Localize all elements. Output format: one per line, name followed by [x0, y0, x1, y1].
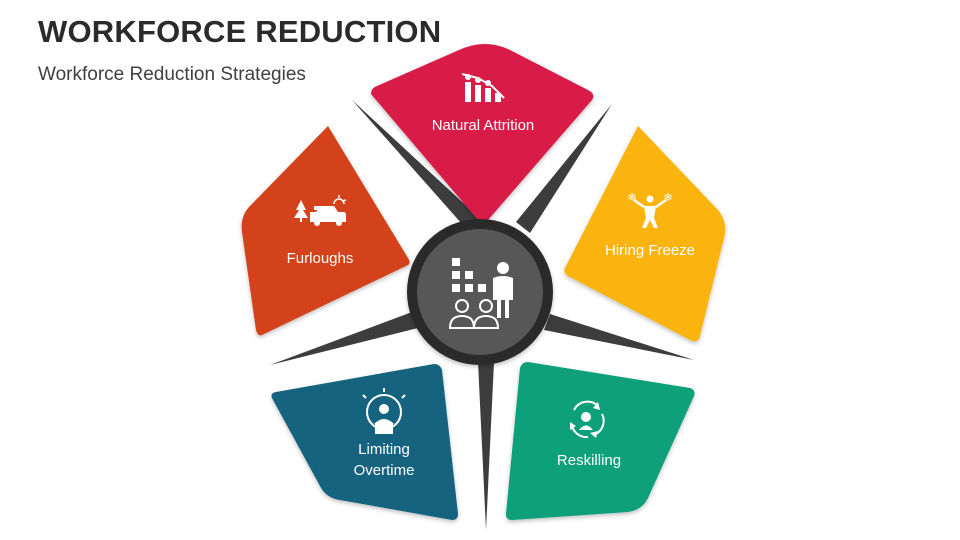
- spike-top-right: [516, 104, 612, 233]
- segment-shape: [241, 126, 410, 336]
- segment-furloughs[interactable]: [241, 126, 410, 336]
- spike-left: [270, 312, 418, 365]
- label-furloughs: Furloughs: [287, 250, 354, 267]
- page-title: WORKFORCE REDUCTION: [38, 14, 442, 49]
- workforce-reduction-icon: [448, 258, 513, 329]
- segment-natural-attrition[interactable]: [371, 44, 594, 223]
- spike-bottom: [478, 362, 494, 530]
- label-limiting-overtime-line1: Limiting: [358, 441, 410, 458]
- spike-top-left: [352, 100, 486, 233]
- label-natural-attrition: Natural Attrition: [432, 117, 535, 134]
- svg-text:❄: ❄: [627, 191, 636, 204]
- segment-shape: [371, 44, 594, 223]
- connector-spikes: [270, 100, 694, 530]
- label-limiting-overtime-line2: Overtime: [354, 462, 415, 479]
- reskilling-cycle-icon: [570, 400, 605, 439]
- declining-people-chart-icon: [461, 73, 505, 102]
- svg-text:❄: ❄: [663, 191, 672, 204]
- page-subtitle: Workforce Reduction Strategies: [38, 64, 306, 85]
- label-reskilling: Reskilling: [557, 452, 621, 469]
- clock-worker-icon: [362, 388, 406, 434]
- segment-shape: [271, 364, 458, 520]
- spike-right: [544, 314, 694, 360]
- segment-shape: [506, 362, 695, 520]
- segment-hiring-freeze[interactable]: [564, 126, 726, 342]
- segment-reskilling[interactable]: [506, 362, 695, 520]
- segment-shape: [564, 126, 726, 342]
- label-hiring-freeze: Hiring Freeze: [605, 242, 695, 259]
- segment-limiting-overtime[interactable]: [271, 364, 459, 520]
- frozen-person-icon: ❄ ❄: [627, 191, 673, 228]
- car-vacation-icon: [294, 195, 347, 226]
